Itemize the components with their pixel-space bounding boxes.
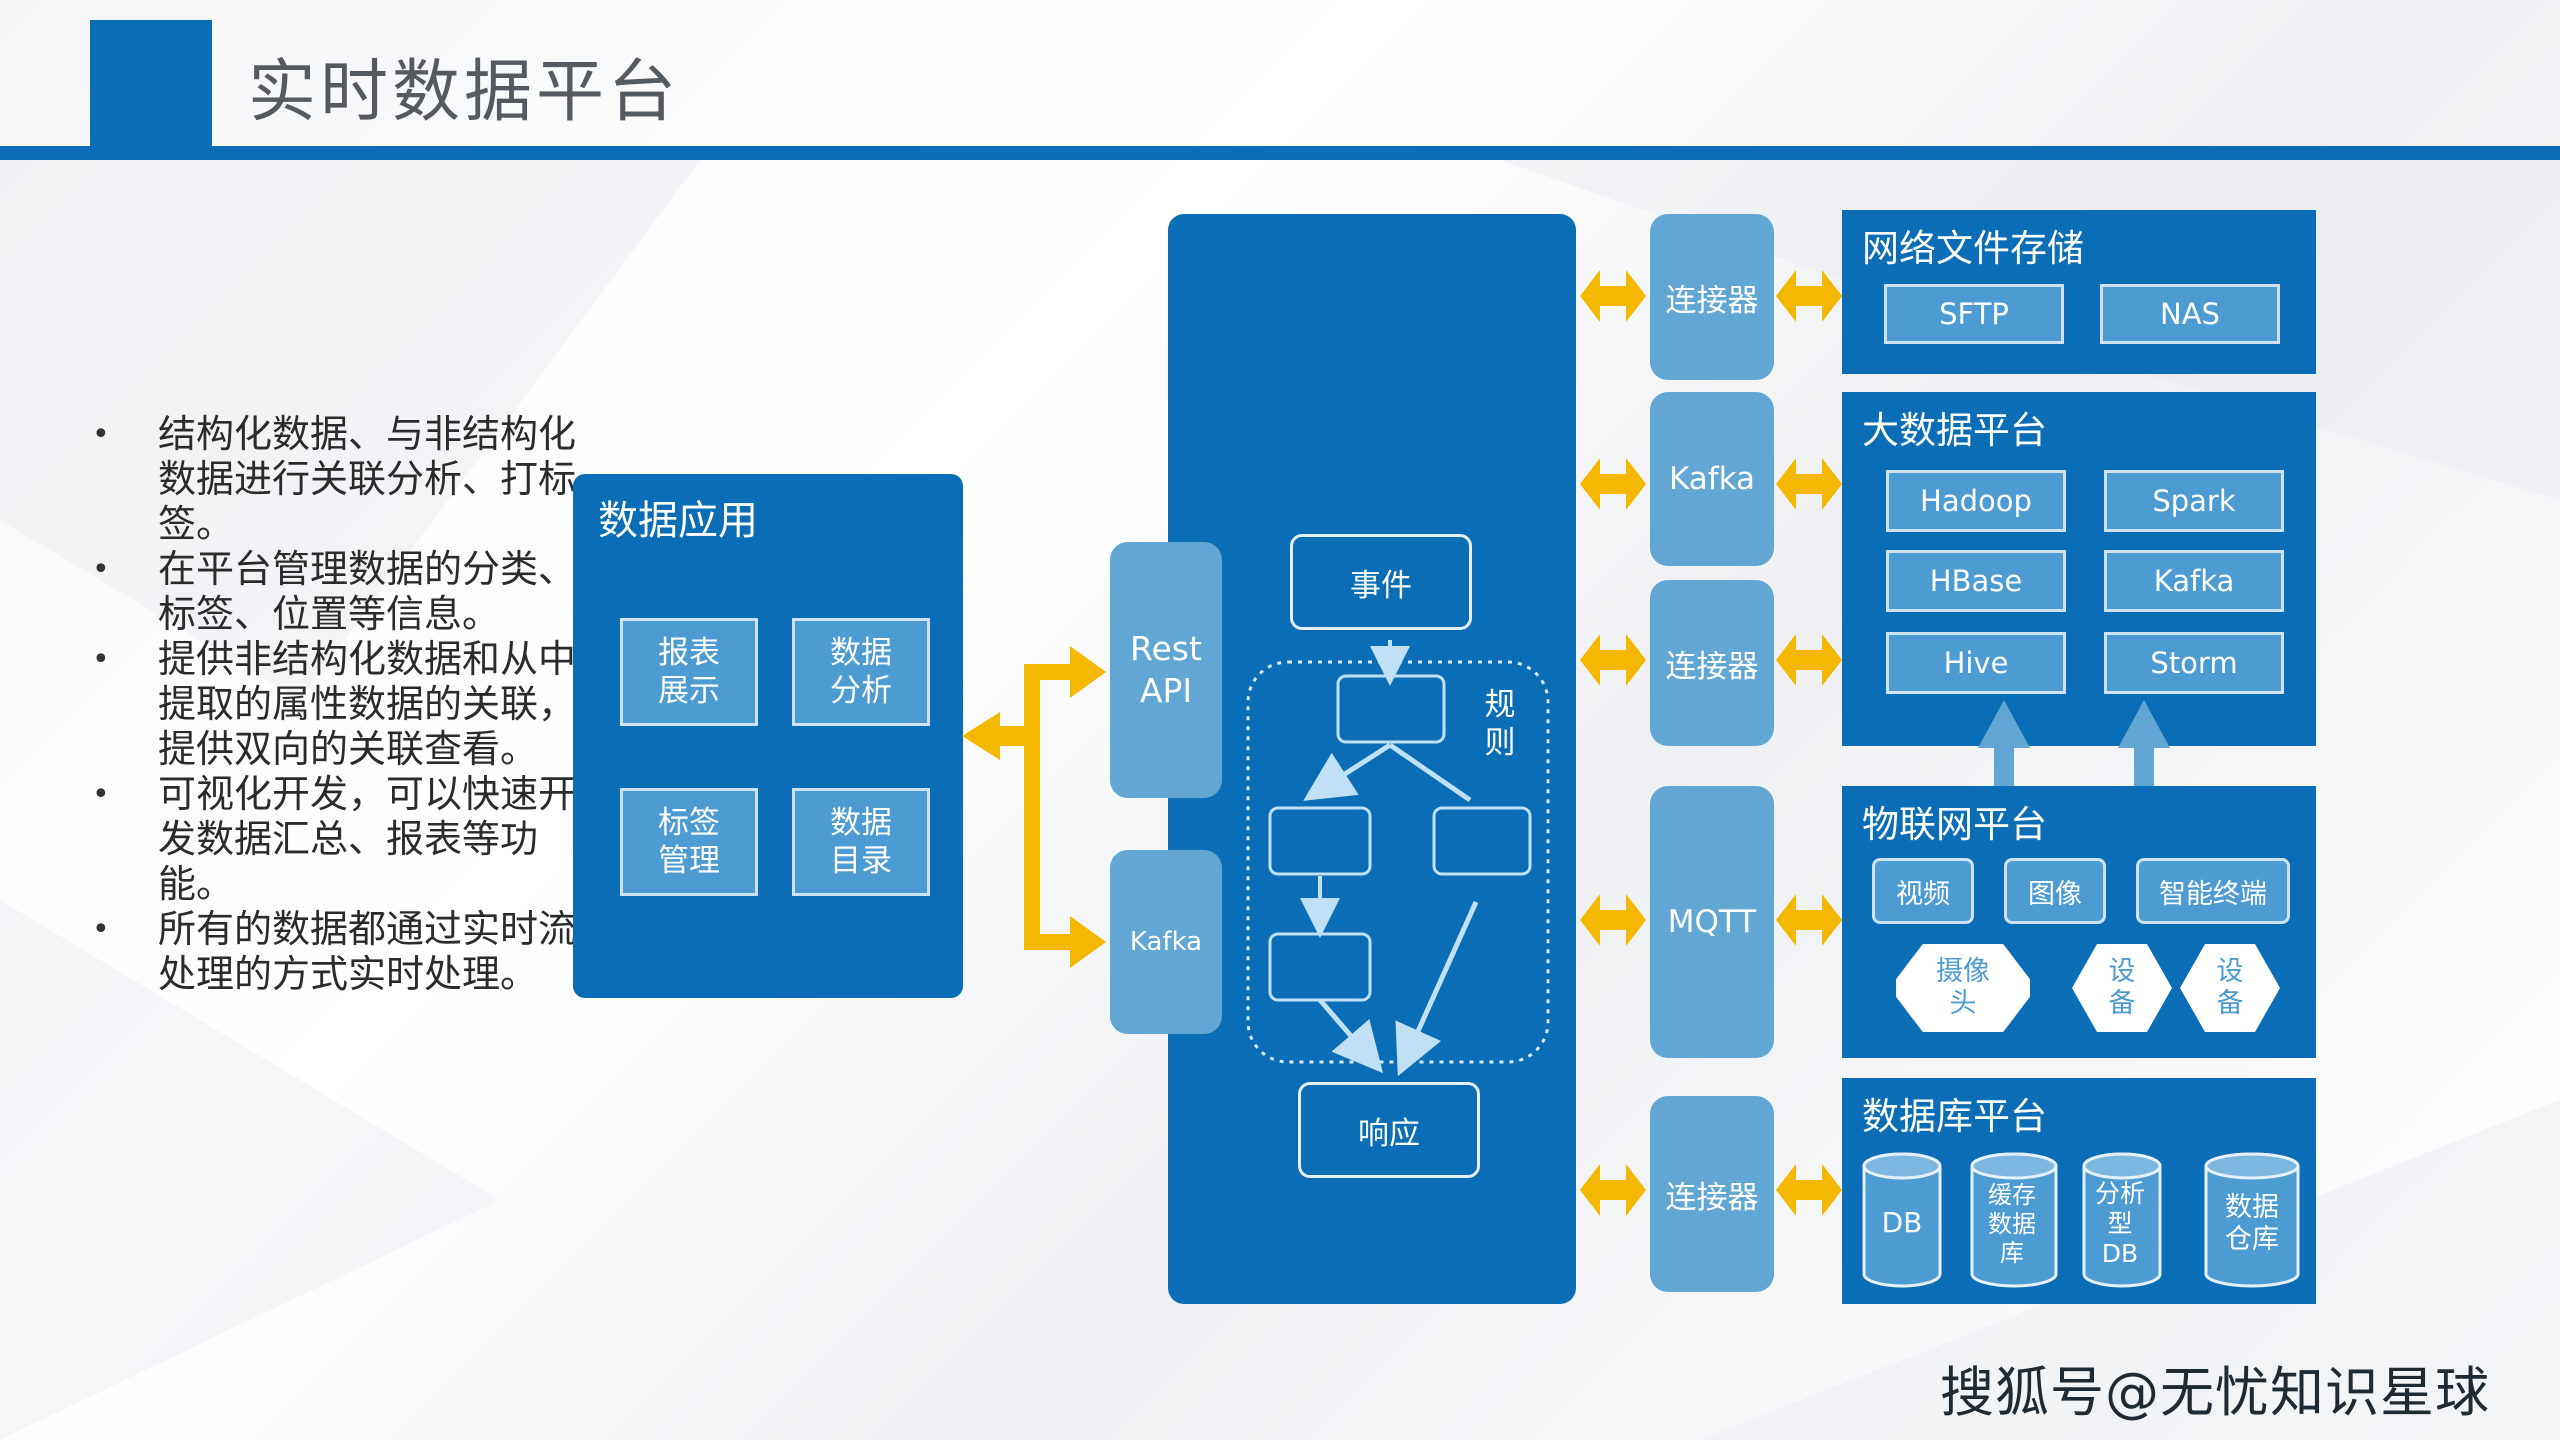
double-arrow-icon — [1580, 634, 1646, 686]
rule-flow-diagram — [1246, 640, 1550, 1077]
double-arrow-icon — [1776, 894, 1842, 946]
hadoop-item: Hadoop — [1886, 470, 2066, 532]
feature-text: 结构化数据、与非结构化数据进行关联分析、打标签。 — [158, 412, 577, 546]
up-arrow-icon — [2118, 700, 2170, 800]
double-arrow-icon — [1580, 1164, 1646, 1216]
tag-management-button[interactable]: 标签管理 — [620, 788, 758, 896]
db-cylinder-icon — [1970, 1152, 2058, 1288]
double-arrow-icon — [1580, 894, 1646, 946]
bigdata-title: 大数据平台 — [1862, 409, 2047, 452]
camera-device: 摄像头 — [1896, 944, 2030, 1032]
double-arrow-icon — [1776, 1164, 1842, 1216]
rule-node — [1432, 806, 1532, 876]
connector-box-db: 连接器 — [1650, 1096, 1774, 1292]
device-node: 设备 — [2072, 944, 2172, 1032]
feature-list: • 结构化数据、与非结构化数据进行关联分析、打标签。 • 在平台管理数据的分类、标签… — [92, 412, 612, 997]
data-warehouse-item: 数据仓库 — [2225, 1192, 2279, 1255]
db-cylinder-icon — [2082, 1152, 2162, 1288]
mqtt-box: MQTT — [1650, 786, 1774, 1058]
feature-item: • 在平台管理数据的分类、标签、位置等信息。 — [92, 547, 612, 637]
feature-text: 所有的数据都通过实时流处理的方式实时处理。 — [158, 907, 577, 996]
data-app-panel — [573, 474, 963, 998]
right-arrow-icon — [1070, 646, 1106, 698]
response-box: 响应 — [1298, 1082, 1480, 1178]
rule-node — [1268, 806, 1372, 876]
cache-db-item: 缓存数据库 — [1988, 1180, 2036, 1267]
device-node: 设备 — [2180, 944, 2280, 1032]
data-app-title: 数据应用 — [598, 498, 758, 544]
up-arrow-icon — [1978, 700, 2030, 800]
feature-text: 在平台管理数据的分类、标签、位置等信息。 — [158, 547, 577, 636]
rest-api-label: Rest API — [1110, 542, 1222, 798]
bullet-icon: • — [92, 417, 110, 452]
double-arrow-icon — [1776, 270, 1842, 322]
kafka-connector-box: Kafka — [1650, 392, 1774, 566]
sftp-item: SFTP — [1884, 284, 2064, 344]
header-rule — [0, 146, 2560, 160]
left-arrow-icon — [962, 712, 1026, 760]
db-cylinders — [1862, 1152, 2300, 1288]
kafka-item: Kafka — [2104, 550, 2284, 612]
data-catalog-button[interactable]: 数据目录 — [792, 788, 930, 896]
page-title: 实时数据平台 — [248, 53, 681, 132]
connector-box-bigdata: 连接器 — [1650, 580, 1774, 746]
report-display-button[interactable]: 报表展示 — [620, 618, 758, 726]
bullet-icon: • — [92, 552, 110, 587]
double-arrow-icon — [1776, 458, 1842, 510]
feature-item: • 提供非结构化数据和从中提取的属性数据的关联，提供双向的关联查看。 — [92, 637, 612, 772]
storm-item: Storm — [2104, 632, 2284, 694]
analytic-db-item: 分析型DB — [2094, 1179, 2145, 1268]
bullet-icon: • — [92, 777, 110, 812]
rule-node — [1336, 674, 1446, 744]
bullet-icon: • — [92, 912, 110, 947]
hbase-item: HBase — [1886, 550, 2066, 612]
double-arrow-icon — [1580, 458, 1646, 510]
hive-item: Hive — [1886, 632, 2066, 694]
db-title: 数据库平台 — [1862, 1095, 2047, 1138]
right-arrow-icon — [1070, 916, 1106, 968]
feature-item: • 可视化开发，可以快速开发数据汇总、报表等功能。 — [92, 772, 612, 907]
video-item: 视频 — [1872, 858, 1974, 924]
double-arrow-icon — [1776, 634, 1842, 686]
header-accent-block — [90, 20, 212, 160]
bullet-icon: • — [92, 642, 110, 677]
kafka-interface-label: Kafka — [1110, 850, 1222, 1034]
feature-item: • 结构化数据、与非结构化数据进行关联分析、打标签。 — [92, 412, 612, 547]
event-box: 事件 — [1290, 534, 1472, 630]
connector-box-nfs: 连接器 — [1650, 214, 1774, 380]
data-analysis-button[interactable]: 数据分析 — [792, 618, 930, 726]
double-arrow-icon — [1580, 270, 1646, 322]
iot-to-bigdata-arrows — [1978, 700, 2170, 800]
feature-text: 提供非结构化数据和从中提取的属性数据的关联，提供双向的关联查看。 — [158, 637, 577, 771]
rule-label: 规则 — [1484, 687, 1516, 761]
smart-terminal-item: 智能终端 — [2136, 858, 2290, 924]
feature-text: 可视化开发，可以快速开发数据汇总、报表等功能。 — [158, 772, 577, 906]
nas-item: NAS — [2100, 284, 2280, 344]
db-item: DB — [1881, 1205, 1923, 1239]
nfs-title: 网络文件存储 — [1862, 227, 2084, 270]
db-cylinder-icon — [1862, 1152, 1942, 1288]
image-item: 图像 — [2004, 858, 2106, 924]
iot-title: 物联网平台 — [1862, 803, 2047, 846]
db-cylinder-icon — [2204, 1152, 2300, 1288]
feature-item: • 所有的数据都通过实时流处理的方式实时处理。 — [92, 907, 612, 997]
watermark: 搜狐号@无忧知识星球 — [1940, 1361, 2490, 1424]
spark-item: Spark — [2104, 470, 2284, 532]
